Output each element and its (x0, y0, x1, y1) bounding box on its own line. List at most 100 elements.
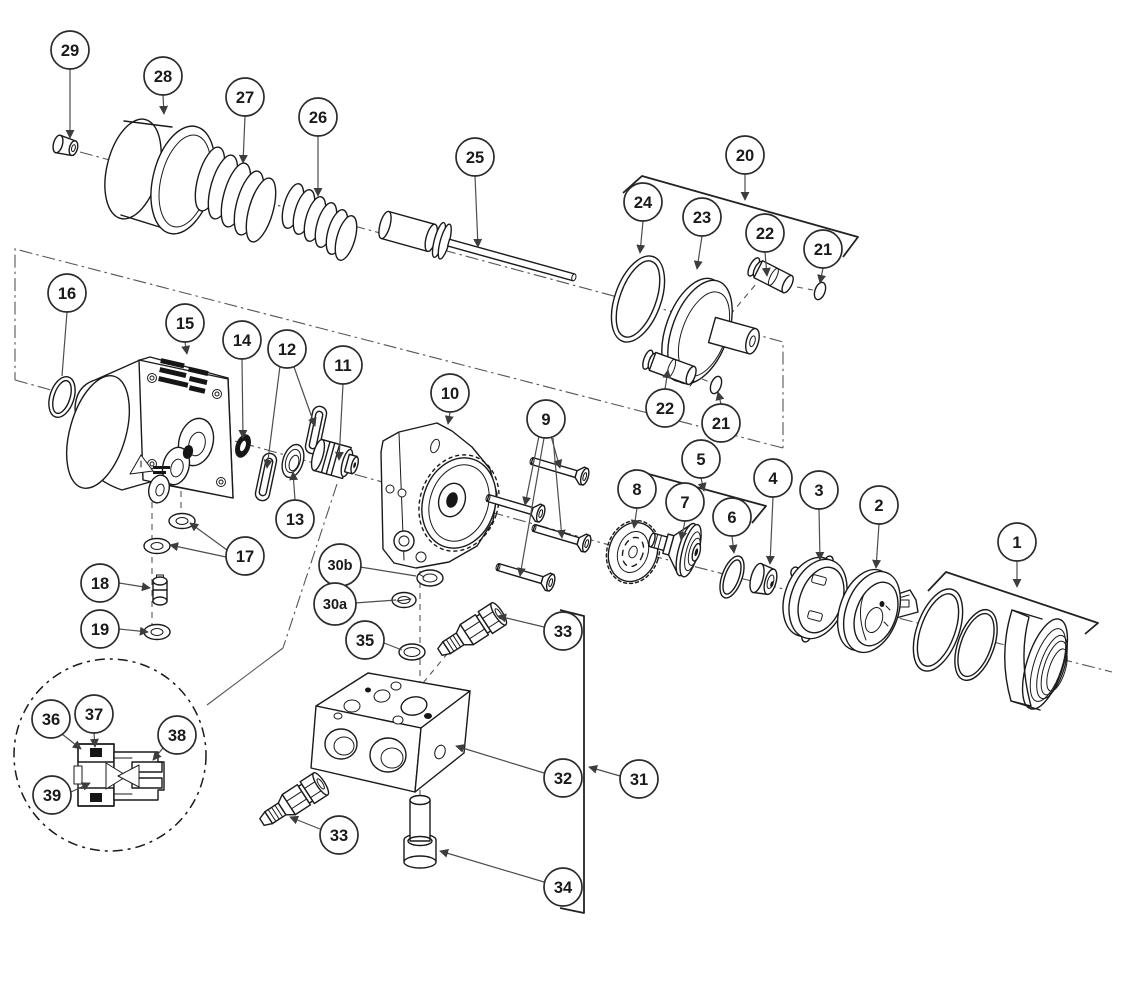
callout-13: 13 (275, 471, 315, 539)
part-10-gear-case (380, 422, 500, 569)
callout-2: 2 (859, 485, 899, 569)
part-17-seal-upper (168, 512, 196, 530)
callout-9-leader-2 (550, 435, 563, 469)
part-27-spring-large (194, 146, 277, 243)
callout-24-number: 24 (634, 194, 653, 212)
part-30a-ring (391, 591, 417, 609)
callout-6-leader-0 (728, 535, 738, 554)
callout-22-bottom: 22 (645, 369, 685, 428)
callout-29-balloon (50, 30, 90, 70)
callout-39-leader-0 (70, 782, 91, 793)
callout-22-top-balloon (745, 213, 785, 253)
callout-31-number: 31 (630, 771, 648, 789)
callout-26: 26 (298, 97, 338, 197)
callout-38-balloon (157, 715, 197, 755)
part-24-o-ring-large (610, 255, 666, 343)
callout-9-number: 9 (541, 411, 550, 429)
callout-2-balloon (859, 485, 899, 525)
callout-12-leader-0 (263, 365, 281, 469)
callout-36-number: 36 (42, 711, 60, 729)
callout-10-leader-0 (444, 411, 454, 425)
part-22-pin-top (747, 257, 794, 294)
callout-30a-number: 30a (323, 597, 348, 613)
callout-21-bottom: 21 (701, 391, 741, 443)
callout-30a-balloon (313, 582, 357, 626)
centerline-11 (729, 283, 757, 316)
callout-36-balloon (31, 699, 71, 739)
callout-6: 6 (712, 497, 752, 554)
part-12-vane-left (254, 452, 278, 502)
part-32-manifold-block (310, 672, 471, 793)
part-4-bearing-cup (749, 562, 778, 596)
callout-30b-number: 30b (328, 558, 353, 574)
callout-27-number: 27 (236, 89, 254, 107)
part-21-o-ring-top (813, 281, 827, 301)
callout-37: 37 (74, 694, 114, 748)
part-28-end-cap (104, 118, 216, 235)
part-6-o-ring (719, 555, 745, 599)
callout-28: 28 (143, 56, 183, 115)
callout-23-leader-0 (693, 235, 703, 270)
callout-18-balloon (80, 563, 120, 603)
part-1-retainer-nut (1004, 609, 1069, 712)
callout-20: 20 (725, 135, 765, 201)
detail-view-section (73, 743, 165, 807)
callout-8-leader-0 (630, 507, 640, 529)
callout-12-balloon (267, 329, 307, 369)
callout-15: 15 (165, 303, 205, 355)
callout-2-leader-0 (872, 523, 882, 569)
callout-30b: 30b (318, 543, 417, 587)
bracket-group-31 (559, 609, 585, 914)
callout-4-leader-0 (765, 496, 775, 565)
callout-16-balloon (47, 273, 87, 313)
callout-15-leader-0 (181, 341, 191, 355)
callout-17-balloon (225, 536, 265, 576)
callout-14-number: 14 (233, 332, 252, 350)
callout-2-number: 2 (874, 497, 883, 515)
callout-33-top: 33 (497, 611, 583, 651)
callout-24: 24 (623, 182, 663, 254)
part-17-seal-lower (143, 537, 171, 555)
callout-30a: 30a (313, 582, 397, 626)
callout-28-number: 28 (154, 68, 172, 86)
callout-23-number: 23 (693, 209, 711, 227)
callout-17-number: 17 (236, 548, 254, 566)
callout-1: 1 (997, 522, 1037, 588)
callout-27-leader-0 (238, 115, 248, 164)
callout-4-balloon (753, 458, 793, 498)
callout-38-leader-0 (152, 747, 164, 761)
callout-7-number: 7 (680, 494, 689, 512)
callout-33-bottom-number: 33 (330, 827, 348, 845)
callout-4-number: 4 (768, 470, 778, 488)
callout-10-balloon (430, 373, 470, 413)
callout-12-leader-1 (293, 366, 317, 427)
callout-8: 8 (617, 469, 657, 529)
part-35-o-ring (398, 643, 426, 661)
callout-19: 19 (80, 609, 149, 649)
callout-21-bottom-balloon (701, 403, 741, 443)
callout-8-balloon (617, 469, 657, 509)
part-8-gear (605, 519, 661, 585)
callout-31: 31 (588, 759, 659, 799)
callout-35-balloon (345, 620, 385, 660)
callout-24-leader-0 (636, 220, 646, 254)
callout-26-number: 26 (309, 109, 327, 127)
callout-33-bottom-balloon (319, 815, 359, 855)
callout-35-leader-0 (383, 642, 403, 651)
part-12-vane-right (304, 405, 328, 455)
callout-34-leader-0 (439, 849, 545, 883)
callout-34: 34 (439, 849, 583, 907)
callout-3-leader-0 (815, 508, 825, 561)
part-1-o-ring-b (954, 608, 998, 682)
part-11-muffler (310, 438, 359, 480)
callout-35: 35 (345, 620, 403, 660)
callout-19-number: 19 (91, 621, 109, 639)
callout-17-leader-1 (169, 542, 227, 558)
part-30b-ring (416, 569, 444, 587)
callout-9-leader-0 (522, 435, 540, 506)
callout-12-number: 12 (278, 341, 296, 359)
callout-26-balloon (298, 97, 338, 137)
callout-33-top-balloon (543, 611, 583, 651)
callout-22-top-number: 22 (756, 225, 774, 243)
